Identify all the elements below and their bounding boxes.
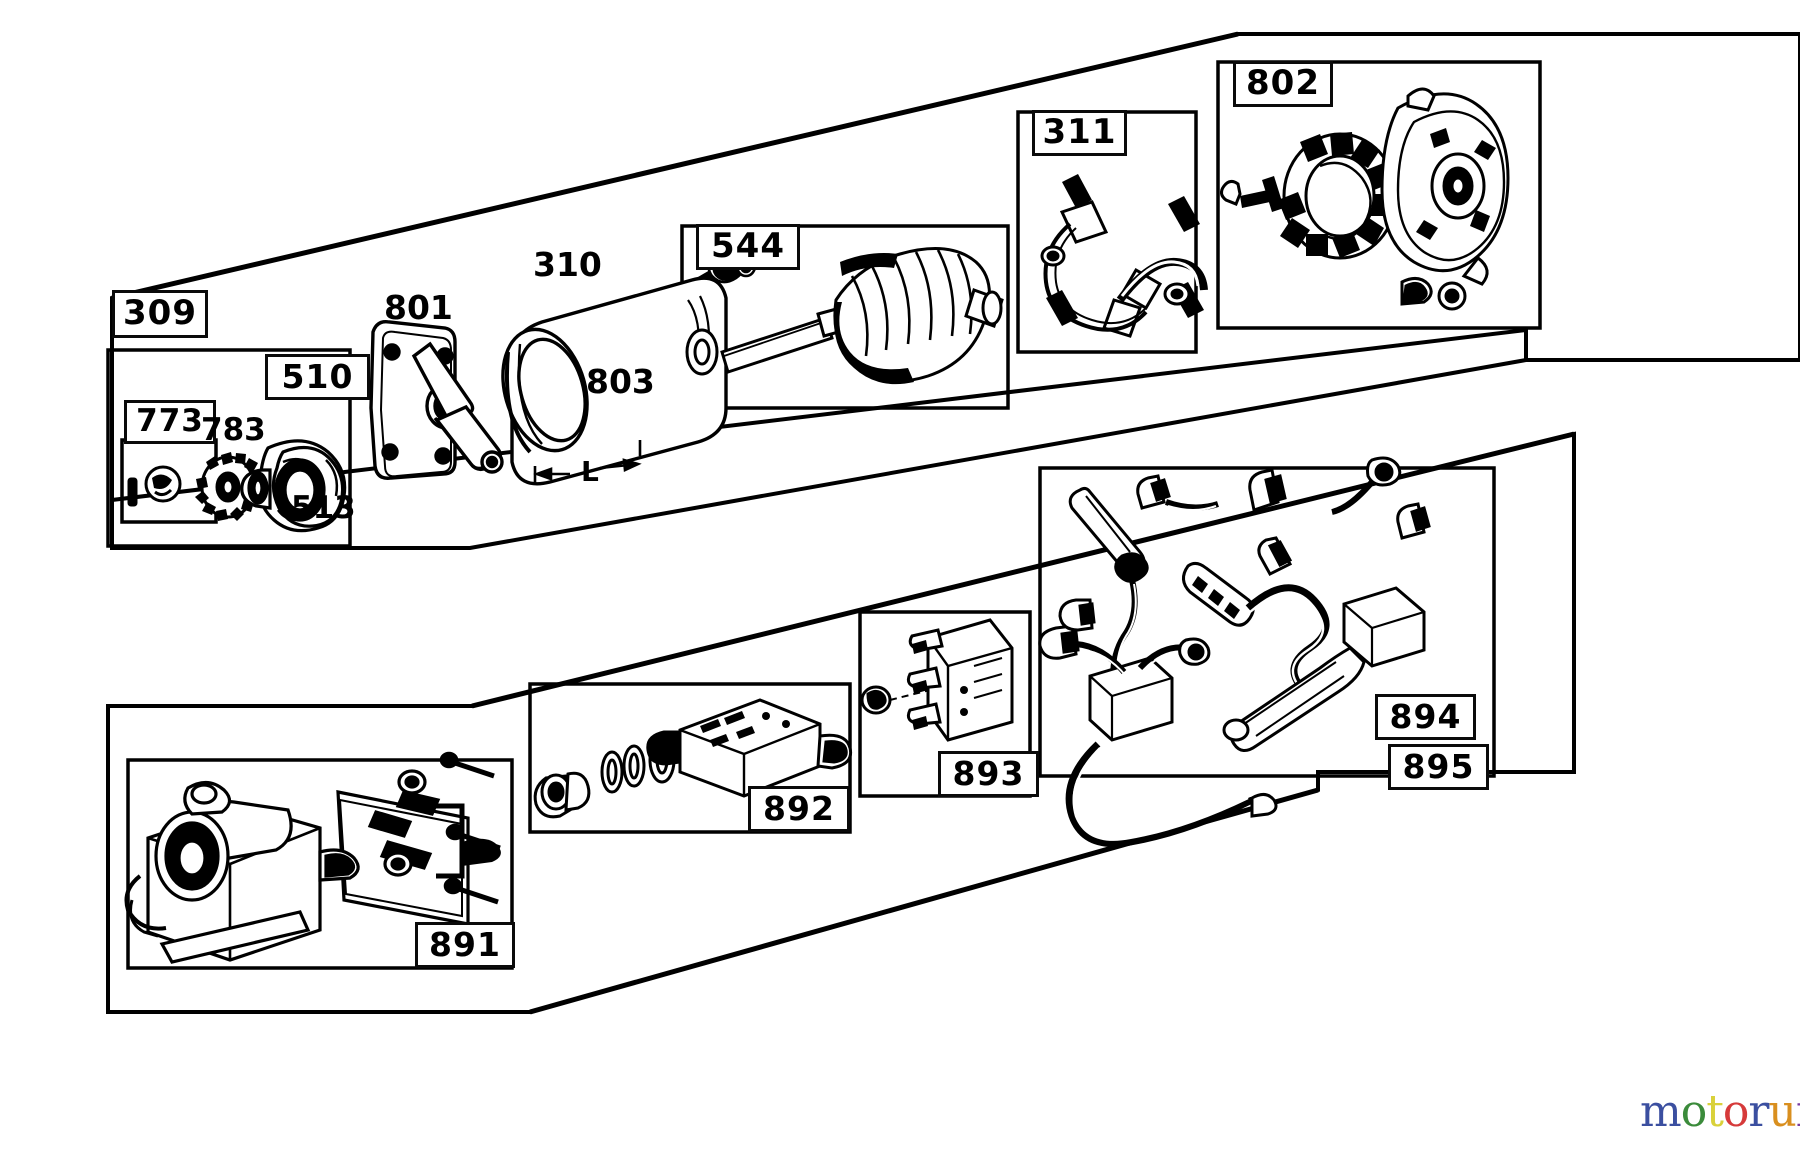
label-803: 803 — [586, 362, 655, 401]
callout-311-label: 311 — [1042, 112, 1117, 152]
part-513-drive-assembly — [240, 439, 347, 533]
callout-544-label: 544 — [711, 226, 785, 266]
label-310: 310 — [533, 245, 602, 284]
callout-893-label: 893 — [952, 753, 1025, 793]
panel-top-lower-edge — [110, 298, 1527, 550]
callout-309-label: 309 — [123, 293, 197, 333]
group-box-802 — [1216, 60, 1542, 330]
part-544-armature — [685, 247, 1004, 385]
group-box-309 — [106, 348, 352, 548]
callout-309[interactable]: 309 — [112, 290, 208, 338]
callout-544[interactable]: 544 — [696, 224, 800, 270]
callout-894-label: 894 — [1389, 696, 1462, 736]
label-801: 801 — [384, 288, 453, 327]
part-894-wire-harness — [1038, 456, 1431, 847]
group-box-892 — [528, 682, 852, 834]
label-513: 513 — [291, 490, 356, 526]
part-311-brush-set — [1040, 174, 1208, 338]
motoruf-watermark: motoruf.de — [1640, 1086, 1800, 1137]
part-801-gear-housing — [369, 320, 504, 480]
callout-773-label: 773 — [136, 402, 204, 439]
callout-894[interactable]: 894 — [1375, 694, 1476, 740]
callout-892[interactable]: 892 — [748, 786, 850, 832]
callout-893[interactable]: 893 — [938, 751, 1039, 797]
callout-895-label: 895 — [1402, 746, 1475, 786]
callout-510[interactable]: 510 — [265, 354, 370, 400]
dimension-line-L — [533, 440, 642, 482]
callout-510-label: 510 — [281, 356, 354, 396]
callout-891-label: 891 — [429, 924, 501, 964]
label-783: 783 — [201, 412, 266, 448]
callout-311[interactable]: 311 — [1032, 110, 1127, 156]
part-803-motor-frame — [501, 276, 728, 486]
callout-891[interactable]: 891 — [415, 922, 515, 968]
part-773-retainer — [127, 465, 182, 507]
watermark-letters: motoruf — [1640, 1086, 1800, 1137]
group-box-894 — [1038, 466, 1496, 778]
group-box-311 — [1016, 110, 1198, 354]
dimension-label-L: L — [581, 455, 599, 488]
callout-773[interactable]: 773 — [124, 400, 216, 444]
part-892-switch-assembly — [533, 698, 853, 819]
callout-892-label: 892 — [763, 788, 835, 828]
callout-802[interactable]: 802 — [1233, 61, 1333, 107]
callout-895[interactable]: 895 — [1388, 744, 1489, 790]
part-893-relay-block — [860, 618, 1014, 742]
callout-802-label: 802 — [1246, 63, 1320, 103]
part-802-field-assembly — [1219, 87, 1510, 311]
part-891-starter-assembly — [124, 751, 501, 964]
